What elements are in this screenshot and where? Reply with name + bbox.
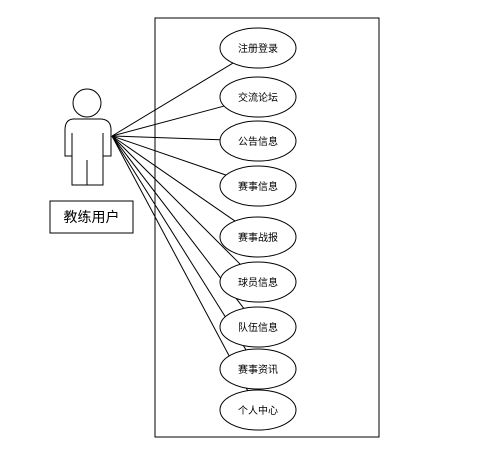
association-line xyxy=(111,135,227,176)
actor-head xyxy=(72,88,102,118)
use-case: 赛事资讯 xyxy=(219,348,297,390)
association-line xyxy=(111,135,236,222)
use-case-label: 赛事信息 xyxy=(238,180,278,193)
system-boundary xyxy=(154,17,380,438)
use-case: 交流论坛 xyxy=(219,76,297,118)
use-case-ellipse xyxy=(219,165,297,207)
use-case-label: 注册登录 xyxy=(238,42,278,55)
use-case-ellipse xyxy=(219,27,297,69)
use-case-ellipse xyxy=(219,76,297,118)
use-case-ellipse xyxy=(219,306,297,348)
use-case-ellipse xyxy=(219,120,297,162)
use-case: 赛事战报 xyxy=(219,216,297,258)
association-lines xyxy=(111,62,249,391)
association-line xyxy=(111,62,234,137)
use-case-ellipse xyxy=(219,216,297,258)
use-case: 个人中心 xyxy=(219,389,297,431)
use-case-label: 赛事资讯 xyxy=(238,363,278,376)
use-case-label: 队伍信息 xyxy=(238,321,278,334)
use-case: 注册登录 xyxy=(219,27,297,69)
actor-figure xyxy=(64,88,112,186)
use-case-ellipse xyxy=(219,348,297,390)
use-case-ellipse xyxy=(219,261,297,303)
association-line xyxy=(111,135,241,265)
use-case-ellipse xyxy=(219,389,297,431)
use-case-label: 个人中心 xyxy=(238,404,278,417)
use-case: 公告信息 xyxy=(219,120,297,162)
use-case-label: 赛事战报 xyxy=(238,231,278,244)
association-line xyxy=(111,105,225,137)
actor-label: 教练用户 xyxy=(64,209,120,226)
association-line xyxy=(111,135,249,391)
actor-body xyxy=(64,118,112,186)
association-line xyxy=(111,135,221,141)
association-line xyxy=(111,135,247,351)
use-case: 赛事信息 xyxy=(219,165,297,207)
use-case-label: 交流论坛 xyxy=(238,91,278,104)
use-case: 球员信息 xyxy=(219,261,297,303)
use-case: 队伍信息 xyxy=(219,306,297,348)
use-case-label: 公告信息 xyxy=(238,135,278,148)
actor-label-box xyxy=(49,200,134,234)
use-case-label: 球员信息 xyxy=(238,276,278,289)
